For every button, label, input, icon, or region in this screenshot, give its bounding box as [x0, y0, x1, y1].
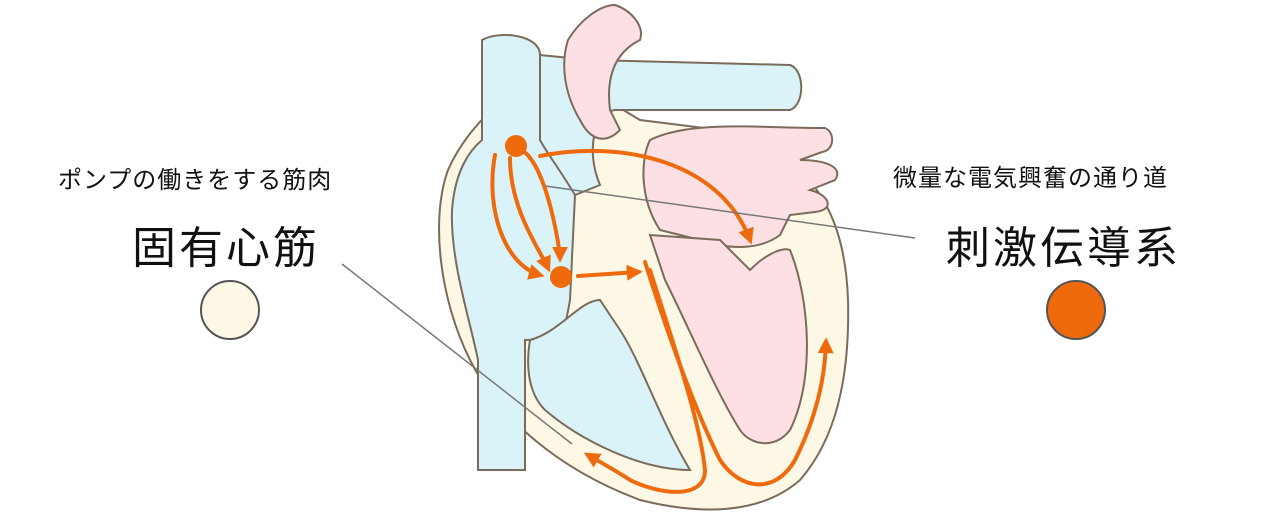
internodal-path-2 [508, 156, 551, 273]
leader-line-myocardium [341, 263, 573, 445]
conduction-title: 刺激伝導系 [946, 223, 1181, 274]
internodal-path-3 [490, 153, 545, 280]
right-ventricle [527, 298, 692, 472]
myocardium-title: 固有心筋 [132, 223, 320, 274]
atrioventricular-node [550, 266, 572, 288]
conduction-color-swatch [1046, 280, 1106, 340]
myocardium-subtitle: ポンプの働きをする筋肉 [58, 166, 333, 194]
leader-line-conduction [544, 185, 916, 239]
aorta [563, 3, 642, 140]
myocardium-color-swatch [200, 280, 260, 340]
sinoatrial-node [505, 135, 527, 157]
conduction-subtitle: 微量な電気興奮の通り道 [893, 164, 1168, 192]
left-ventricle [648, 233, 808, 445]
right-bundle-branch [583, 268, 708, 494]
left-atrium [642, 125, 839, 248]
his-bundle [576, 264, 643, 281]
